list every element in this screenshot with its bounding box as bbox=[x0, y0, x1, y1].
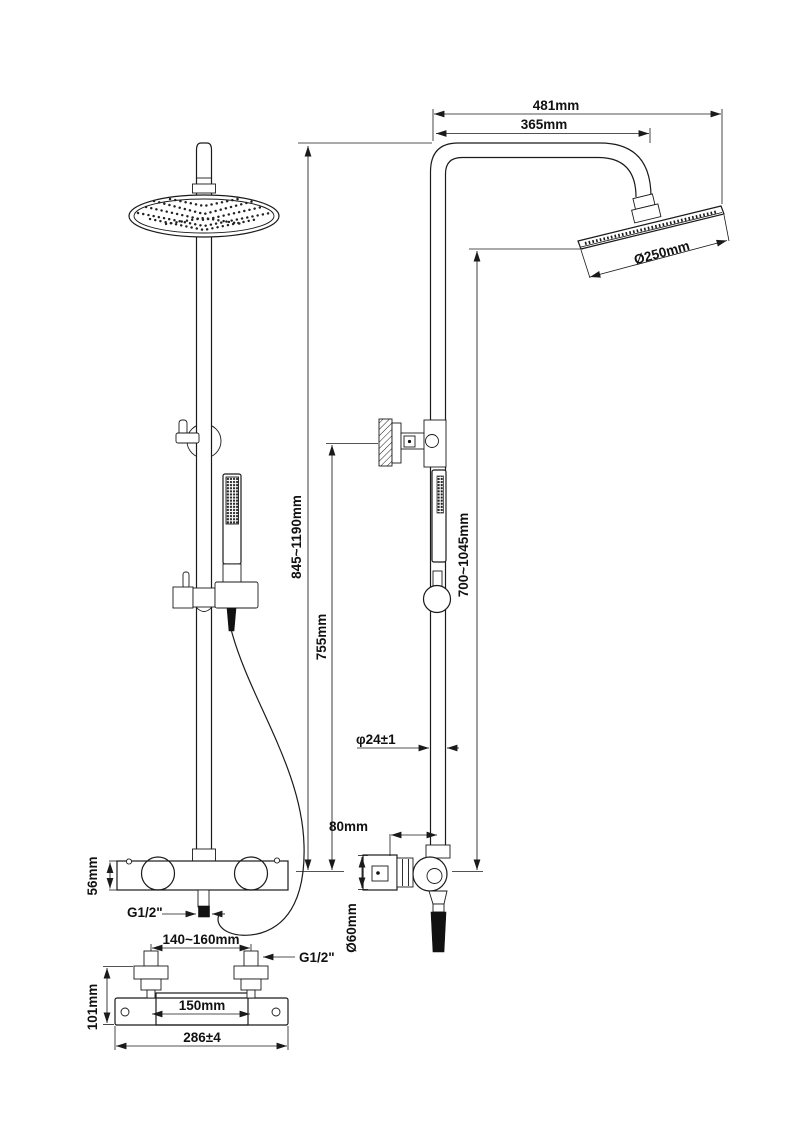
arm-end-fitting bbox=[631, 193, 662, 224]
dim-valve-offset: 80mm bbox=[329, 819, 437, 856]
hand-shower-wand bbox=[222, 473, 242, 586]
riser-range-label: 700~1045mm bbox=[456, 513, 471, 597]
inlet-distance-label: 150mm bbox=[179, 998, 226, 1013]
hose-connector bbox=[226, 607, 237, 632]
left-valve-knob bbox=[140, 856, 176, 891]
valve-body-bottom bbox=[155, 992, 249, 1026]
hose-side bbox=[430, 911, 447, 953]
fixed-column-label: 755mm bbox=[314, 614, 329, 661]
arm-to-bend-label: 365mm bbox=[521, 117, 568, 132]
inlet-right bbox=[233, 950, 269, 999]
slider-knob bbox=[422, 584, 452, 614]
outlet-thread-callout: G1/2" bbox=[127, 905, 225, 920]
hand-shower-side bbox=[422, 469, 452, 614]
shower-hose bbox=[217, 630, 305, 936]
shower-arm-outer bbox=[429, 142, 652, 849]
dim-overall-height: 845~1190mm bbox=[289, 146, 344, 872]
right-valve-knob bbox=[233, 856, 269, 891]
dim-column-diameter: φ24±1 bbox=[356, 732, 459, 752]
arm-total-label: 481mm bbox=[533, 98, 580, 113]
valve-offset-label: 80mm bbox=[329, 819, 368, 834]
dim-inlet-range: 140~160mm bbox=[150, 932, 252, 952]
dim-valve-body-height: 56mm bbox=[85, 856, 125, 896]
column-base-nut bbox=[192, 848, 216, 862]
screw-hole-left bbox=[120, 1007, 130, 1017]
inlet-range-label: 140~160mm bbox=[163, 932, 240, 947]
side-view: 481mm 365mm Ø250mm 845~1190mm 755mm bbox=[289, 98, 730, 953]
outlet-stem bbox=[197, 889, 210, 908]
shower-arm-inner bbox=[444, 156, 637, 849]
handle-escutcheon bbox=[362, 854, 398, 891]
head-connector-nut bbox=[192, 183, 216, 194]
column-diameter-label: φ24±1 bbox=[356, 732, 396, 747]
inlet-thread-callout: G1/2" bbox=[263, 950, 335, 965]
dim-arm-total: 481mm bbox=[432, 98, 723, 204]
inlet-thread-label: G1/2" bbox=[299, 950, 335, 965]
dim-riser-range: 700~1045mm bbox=[452, 248, 583, 872]
rain-shower-head bbox=[128, 194, 280, 238]
dim-fixed-column: 755mm bbox=[314, 443, 378, 870]
dim-escutcheon-diameter: Ø60mm bbox=[344, 855, 368, 953]
slider-holder bbox=[172, 571, 259, 612]
dim-valve-depth: 101mm bbox=[85, 966, 133, 1031]
screw-hole-right bbox=[271, 1007, 281, 1017]
diverter-lever bbox=[175, 432, 200, 444]
dim-plate-width: 286±4 bbox=[114, 1026, 289, 1050]
thermostatic-valve-front bbox=[116, 848, 289, 918]
head-diameter-label: Ø250mm bbox=[632, 238, 691, 267]
inlet-left bbox=[133, 950, 169, 999]
outlet-thread-label: G1/2" bbox=[127, 905, 163, 920]
wall-hatch bbox=[378, 418, 393, 467]
valve-depth-label: 101mm bbox=[85, 984, 100, 1031]
escutcheon-diameter-label: Ø60mm bbox=[344, 903, 359, 953]
dim-arm-to-bend: 365mm bbox=[436, 117, 651, 143]
outlet-thread-port bbox=[198, 905, 210, 918]
dim-inlet-distance: 150mm bbox=[152, 998, 250, 1018]
valve-body-height-label: 56mm bbox=[85, 856, 100, 895]
bottom-view: 140~160mm G1/2" 150mm 101mm 286±4 bbox=[85, 932, 335, 1050]
overall-height-label: 845~1190mm bbox=[289, 495, 304, 579]
front-view: 56mm G1/2" bbox=[85, 142, 305, 936]
shower-column-pipe bbox=[195, 142, 213, 849]
thermostatic-valve-side bbox=[362, 844, 451, 953]
plate-width-label: 286±4 bbox=[183, 1030, 221, 1045]
wall-bracket bbox=[378, 418, 447, 468]
